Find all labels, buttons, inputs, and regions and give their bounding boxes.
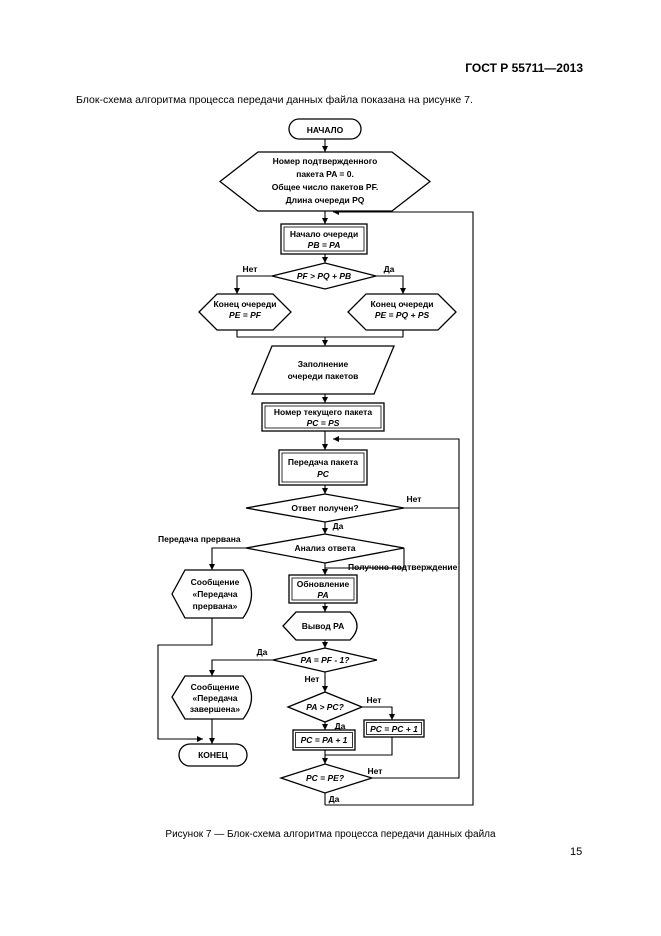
pc-pa-label: PC = PA + 1 bbox=[301, 735, 348, 745]
send-packet-line-1: Передача пакета bbox=[288, 457, 359, 467]
msg-done-line-1: Сообщение bbox=[191, 682, 240, 692]
fill-queue-line-1: Заполнение bbox=[298, 359, 349, 369]
decision-analysis: Анализ ответа bbox=[245, 533, 405, 564]
queue-end-right-hexagon: Конец очереди PE = PQ + PS bbox=[347, 293, 457, 331]
current-packet-line-2: PC = PS bbox=[307, 418, 340, 428]
init-line-1: Номер подтвержденного bbox=[273, 156, 378, 166]
flow-connectors bbox=[157, 139, 474, 806]
decision-response: Ответ получен? bbox=[245, 493, 405, 523]
decision-pf: PF > PQ + PB bbox=[271, 262, 377, 290]
current-packet-line-1: Номер текущего пакета bbox=[274, 407, 372, 417]
msg-done-line-3: завершена» bbox=[190, 704, 241, 714]
document-standard-number: ГОСТ Р 55711—2013 bbox=[465, 61, 583, 75]
pc-pc-box: PC = PC + 1 bbox=[363, 719, 425, 738]
decision-pa-pf: PA = PF - 1? bbox=[272, 647, 378, 673]
current-packet-box: Номер текущего пакета PC = PS bbox=[261, 402, 385, 432]
output-pa-display: Вывод PA bbox=[282, 611, 358, 641]
figure-caption: Рисунок 7 — Блок-схема алгоритма процесс… bbox=[165, 829, 496, 840]
end-label: КОНЕЦ bbox=[198, 750, 229, 760]
init-line-4: Длина очереди PQ bbox=[286, 195, 365, 205]
decision-response-label: Ответ получен? bbox=[291, 503, 358, 513]
decision-pc-pe-label: PC = PE? bbox=[306, 773, 345, 783]
branch-yes-2: Да bbox=[333, 521, 344, 531]
start-terminator: НАЧАЛО bbox=[288, 118, 362, 140]
init-line-3: Общее число пакетов PF. bbox=[272, 182, 378, 192]
msg-aborted-line-3: прервана» bbox=[193, 601, 238, 611]
queue-start-line-2: PB = PA bbox=[308, 240, 341, 250]
pc-pc-label: PC = PC + 1 bbox=[370, 724, 418, 734]
branch-yes-5: Да bbox=[329, 794, 340, 804]
queue-end-left-hexagon: Конец очереди PE = PF bbox=[198, 293, 292, 331]
decision-pa-pc: PA > PC? bbox=[286, 691, 364, 723]
decision-pa-pf-label: PA = PF - 1? bbox=[301, 655, 351, 665]
page-number: 15 bbox=[570, 846, 583, 858]
update-pa-line-2: PA bbox=[317, 590, 328, 600]
queue-start-line-1: Начало очереди bbox=[290, 229, 358, 239]
branch-yes-4: Да bbox=[335, 721, 346, 731]
branch-aborted: Передача прервана bbox=[158, 534, 241, 544]
decision-pa-pc-label: PA > PC? bbox=[306, 702, 344, 712]
output-pa-label: Вывод PA bbox=[302, 621, 345, 631]
queue-end-left-line-1: Конец очереди bbox=[213, 299, 276, 309]
branch-confirmed: Получено подтверждение bbox=[348, 562, 458, 572]
update-pa-line-1: Обновление bbox=[297, 579, 350, 589]
send-packet-line-2: PC bbox=[317, 469, 330, 479]
init-line-2: пакета PA = 0. bbox=[296, 169, 354, 179]
branch-yes-1: Да bbox=[384, 264, 395, 274]
pc-pa-box: PC = PA + 1 bbox=[292, 729, 356, 751]
queue-end-right-line-2: PE = PQ + PS bbox=[375, 310, 430, 320]
init-hexagon: Номер подтвержденного пакета PA = 0. Общ… bbox=[218, 151, 432, 212]
branch-no-4: Нет bbox=[367, 695, 382, 705]
queue-end-left-line-2: PE = PF bbox=[229, 310, 262, 320]
branch-yes-3: Да bbox=[257, 647, 268, 657]
decision-pc-pe: PC = PE? bbox=[278, 763, 375, 794]
msg-aborted-line-1: Сообщение bbox=[191, 577, 240, 587]
fill-queue-line-2: очереди пакетов bbox=[288, 371, 359, 381]
queue-start-box: Начало очереди PB = PA bbox=[280, 223, 368, 255]
msg-done-line-2: «Передача bbox=[192, 693, 237, 703]
decision-pf-label: PF > PQ + PB bbox=[297, 271, 351, 281]
update-pa-box: Обновление PA bbox=[288, 574, 358, 604]
send-packet-box: Передача пакета PC bbox=[278, 449, 368, 486]
branch-no-2: Нет bbox=[407, 494, 422, 504]
start-label: НАЧАЛО bbox=[307, 125, 344, 135]
branch-no-1: Нет bbox=[243, 264, 258, 274]
end-terminator: КОНЕЦ bbox=[178, 743, 248, 767]
branch-no-3: Нет bbox=[305, 674, 320, 684]
branch-no-5: Нет bbox=[368, 766, 383, 776]
intro-paragraph: Блок-схема алгоритма процесса передачи д… bbox=[76, 94, 473, 106]
queue-end-right-line-1: Конец очереди bbox=[370, 299, 433, 309]
decision-analysis-label: Анализ ответа bbox=[295, 543, 356, 553]
msg-aborted-display: Сообщение «Передача прервана» bbox=[171, 569, 253, 619]
msg-done-display: Сообщение «Передача завершена» bbox=[171, 675, 253, 720]
fill-queue-parallelogram: Заполнение очереди пакетов bbox=[251, 345, 395, 395]
msg-aborted-line-2: «Передача bbox=[192, 589, 237, 599]
